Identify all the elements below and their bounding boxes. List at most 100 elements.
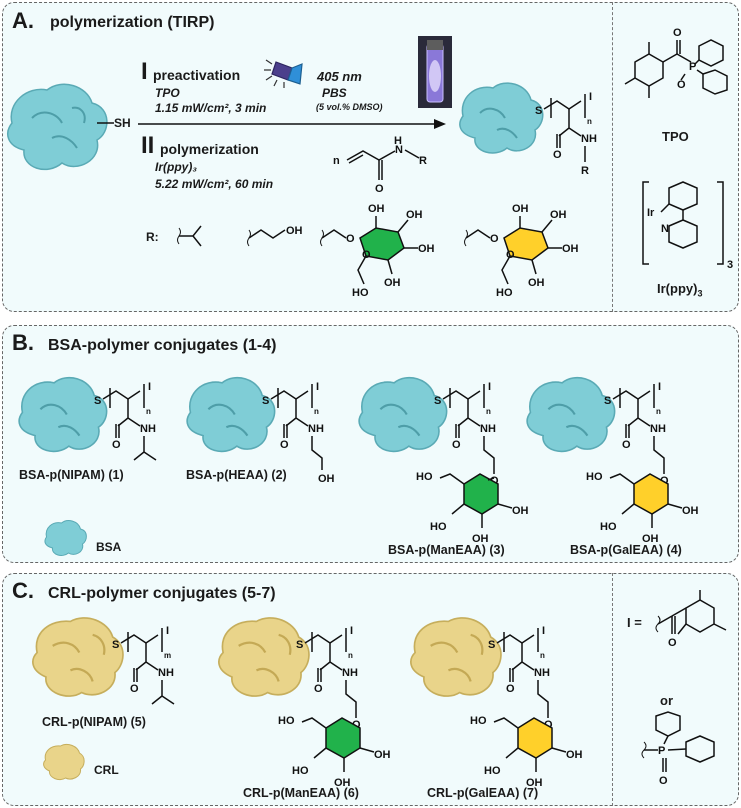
svg-text:H: H xyxy=(350,667,358,679)
panel-a-label: A. xyxy=(12,8,34,33)
svg-text:N: N xyxy=(534,667,542,679)
svg-text:HO: HO xyxy=(586,471,603,483)
irppy3-structure: 3 Ir N xyxy=(642,181,733,271)
svg-text:OH: OH xyxy=(384,277,401,289)
svg-text:O: O xyxy=(506,249,515,261)
conjugate-6-label: CRL-p(ManEAA) (6) xyxy=(243,786,359,800)
svg-text:n: n xyxy=(587,117,592,126)
svg-text:H: H xyxy=(658,423,666,435)
svg-text:S: S xyxy=(535,105,542,117)
step1-roman: I xyxy=(141,58,148,85)
irppy3-subscript: 3 xyxy=(697,288,703,299)
reaction-arrow xyxy=(138,119,446,129)
tpo-structure: O P O xyxy=(624,27,728,98)
r-groups-label: R: xyxy=(146,230,159,244)
conjugate-1-label: BSA-p(NIPAM) (1) xyxy=(19,468,124,482)
svg-text:I: I xyxy=(658,381,661,393)
svg-text:n: n xyxy=(314,407,319,416)
svg-text:Ir: Ir xyxy=(647,207,655,219)
svg-text:OH: OH xyxy=(472,533,489,545)
buffer-note: (5 vol.% DMSO) xyxy=(316,102,383,112)
svg-text:HO: HO xyxy=(484,765,501,777)
svg-text:I: I xyxy=(589,91,592,103)
svg-text:N: N xyxy=(342,667,350,679)
svg-text:O: O xyxy=(544,719,553,731)
crl-legend-icon xyxy=(43,743,85,781)
svg-text:O: O xyxy=(346,233,355,245)
svg-text:O: O xyxy=(130,683,139,695)
svg-text:OH: OH xyxy=(562,243,579,255)
svg-text:HO: HO xyxy=(496,287,513,299)
svg-text:O: O xyxy=(375,183,384,195)
end-group-mesitoyl: O xyxy=(655,590,727,649)
svg-text:OH: OH xyxy=(286,225,303,237)
panel-a-title: polymerization (TIRP) xyxy=(50,14,215,31)
svg-text:HO: HO xyxy=(430,521,447,533)
svg-text:OH: OH xyxy=(406,209,423,221)
conjugate-4-label: BSA-p(GalEAA) (4) xyxy=(570,543,682,557)
svg-text:S: S xyxy=(262,395,269,407)
svg-text:H: H xyxy=(316,423,324,435)
svg-text:N: N xyxy=(140,423,148,435)
svg-text:O: O xyxy=(490,475,499,487)
svg-text:OH: OH xyxy=(528,277,545,289)
svg-text:OH: OH xyxy=(418,243,435,255)
svg-text:S: S xyxy=(296,639,303,651)
r-isopropyl xyxy=(177,225,202,247)
panel-b-title: BSA-polymer conjugates (1-4) xyxy=(48,337,277,354)
tpo-label: TPO xyxy=(662,129,689,144)
svg-text:S: S xyxy=(488,639,495,651)
svg-text:O: O xyxy=(677,79,686,91)
step2-name: polymerization xyxy=(160,141,259,157)
step2-roman: II xyxy=(141,132,155,159)
svg-text:S: S xyxy=(94,395,101,407)
svg-text:I: I xyxy=(166,625,169,637)
svg-text:N: N xyxy=(480,423,488,435)
svg-text:I: I xyxy=(488,381,491,393)
svg-text:n: n xyxy=(146,407,151,416)
svg-text:O: O xyxy=(673,27,682,39)
svg-text:OH: OH xyxy=(512,505,529,517)
svg-text:HO: HO xyxy=(416,471,433,483)
svg-text:I: I xyxy=(542,625,545,637)
svg-text:HO: HO xyxy=(278,715,295,727)
panel-c-divider xyxy=(612,573,613,806)
panel-a xyxy=(2,2,739,312)
vial-icon xyxy=(418,36,452,108)
panel-b-label: B. xyxy=(12,330,34,355)
svg-text:N: N xyxy=(158,667,166,679)
svg-text:H: H xyxy=(148,423,156,435)
bsa-protein-3 xyxy=(358,376,448,453)
conjugate-2-label: BSA-p(HEAA) (2) xyxy=(186,468,287,482)
conjugate-3-label: BSA-p(ManEAA) (3) xyxy=(388,543,505,557)
svg-text:O: O xyxy=(659,775,668,787)
bsa-protein-start xyxy=(7,83,114,171)
svg-text:O: O xyxy=(668,637,677,649)
svg-text:OH: OH xyxy=(526,777,543,789)
svg-text:n: n xyxy=(333,155,340,167)
svg-text:O: O xyxy=(362,249,371,261)
svg-text:OH: OH xyxy=(550,209,567,221)
crl-protein-5 xyxy=(32,617,124,697)
svg-text:O: O xyxy=(490,233,499,245)
svg-text:I: I xyxy=(148,381,151,393)
bsa-protein-product xyxy=(459,82,544,154)
svg-text:N: N xyxy=(581,133,589,145)
svg-text:OH: OH xyxy=(334,777,351,789)
svg-text:P: P xyxy=(689,61,696,73)
svg-text:I: I xyxy=(316,381,319,393)
svg-text:I: I xyxy=(350,625,353,637)
irppy3-text: Ir(ppy) xyxy=(657,281,698,296)
bsa-legend-label: BSA xyxy=(96,540,122,554)
crl-protein-6 xyxy=(218,617,310,697)
thiol-label: SH xyxy=(114,116,131,130)
conjugate-7-label: CRL-p(GalEAA) (7) xyxy=(427,786,539,800)
svg-text:OH: OH xyxy=(318,473,335,485)
svg-text:n: n xyxy=(348,651,353,660)
svg-text:O: O xyxy=(660,475,669,487)
svg-text:H: H xyxy=(542,667,550,679)
